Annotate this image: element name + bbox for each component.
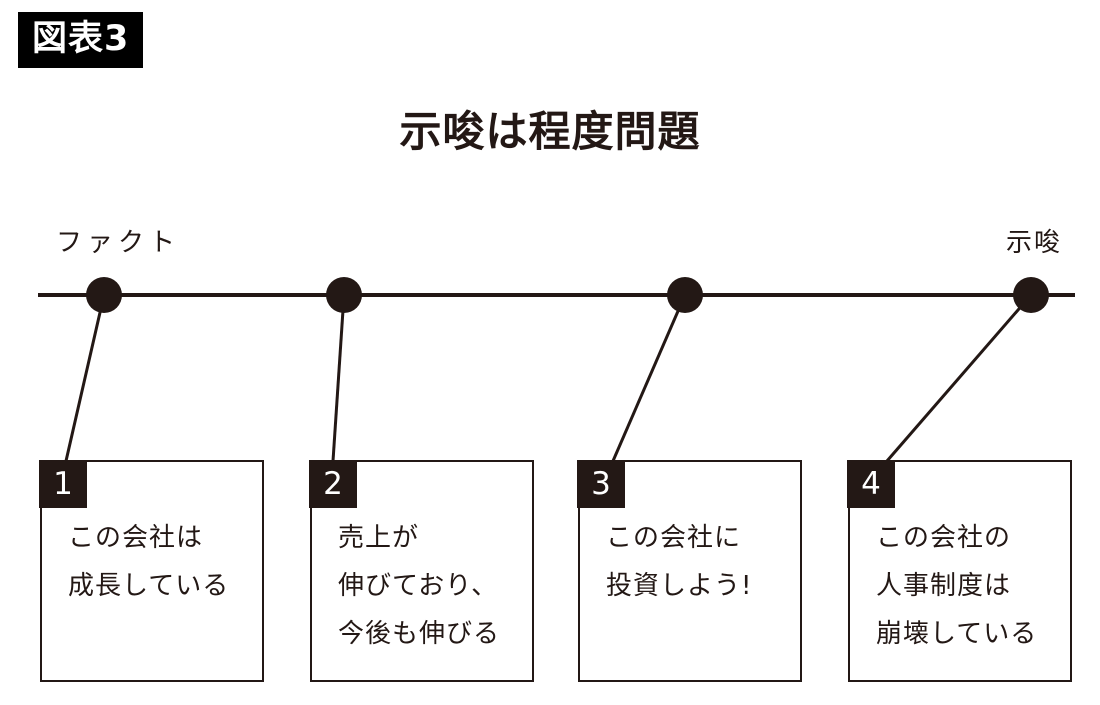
note-number-tab-4: 4 <box>847 460 895 508</box>
timeline-dot-1 <box>86 277 122 313</box>
note-box-2: 2 売上が 伸びており、 今後も伸びる <box>309 460 534 682</box>
note-line: 投資しよう! <box>606 571 753 601</box>
note-box-4: 4 この会社の 人事制度は 崩壊している <box>847 460 1072 682</box>
note-line: この会社の <box>876 523 1012 553</box>
note-text-4: この会社の 人事制度は 崩壊している <box>876 514 1064 658</box>
note-number-tab-2: 2 <box>309 460 357 508</box>
connector-line-2 <box>331 294 346 462</box>
note-box-3: 3 この会社に 投資しよう! <box>577 460 802 682</box>
timeline-dot-4 <box>1013 277 1049 313</box>
axis-label-fact: ファクト <box>56 228 181 258</box>
connector-line-3 <box>611 294 687 462</box>
note-line: この会社に <box>606 523 742 553</box>
axis-label-implication: 示唆 <box>1005 228 1062 258</box>
note-text-2: 売上が 伸びており、 今後も伸びる <box>338 514 526 658</box>
note-line: 成長している <box>68 571 230 601</box>
note-line: この会社は <box>68 523 204 553</box>
note-number-tab-3: 3 <box>577 460 625 508</box>
note-line: 伸びており、 <box>338 571 499 601</box>
note-line: 人事制度は <box>876 571 1012 601</box>
timeline-dot-3 <box>667 277 703 313</box>
note-box-1: 1 この会社は 成長している <box>39 460 264 682</box>
connector-line-4 <box>885 294 1033 462</box>
timeline-dot-2 <box>326 277 362 313</box>
note-number-tab-1: 1 <box>39 460 87 508</box>
figure-title: 示唆は程度問題 <box>399 107 701 156</box>
note-line: 売上が <box>338 523 420 553</box>
figure-badge: 図表3 <box>18 12 144 68</box>
note-line: 今後も伸びる <box>338 619 501 649</box>
connector-line-1 <box>64 294 106 462</box>
note-line: 崩壊している <box>876 619 1038 649</box>
note-text-3: この会社に 投資しよう! <box>606 514 794 610</box>
note-text-1: この会社は 成長している <box>68 514 256 610</box>
